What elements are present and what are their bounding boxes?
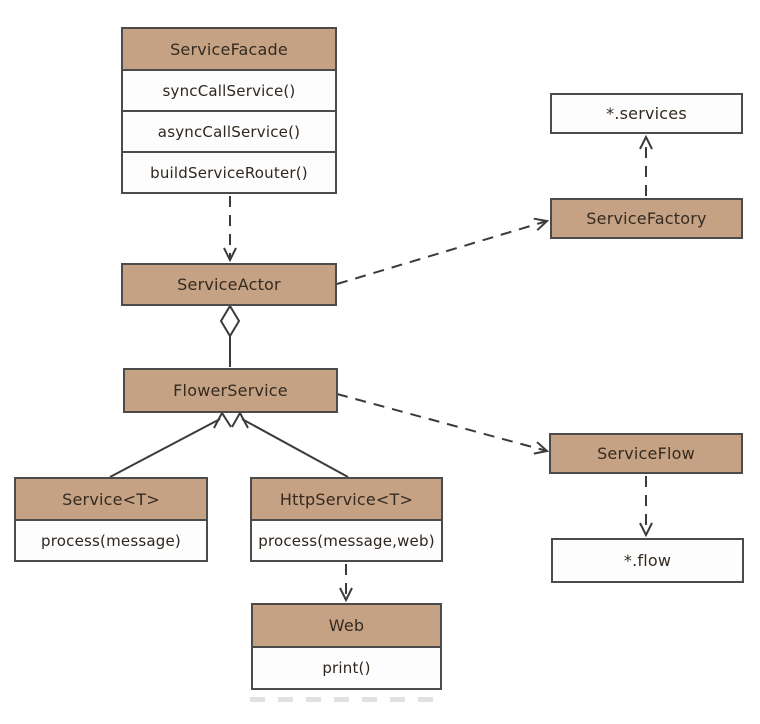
class-httpservice-t-title: HttpService<T> [252, 479, 441, 519]
generalization-arrowhead-right [231, 410, 249, 429]
cropped-caption-artifact [250, 697, 444, 702]
class-web-title: Web [253, 605, 440, 646]
generalization-httpservice-to-flowerservice [241, 418, 349, 478]
class-service-t: Service<T> process(message) [14, 477, 208, 562]
artifact-services: *.services [550, 93, 743, 134]
method-process-message: process(message) [16, 519, 206, 560]
dependency-flowerservice-to-serviceflow [336, 393, 550, 455]
class-servicefacade-title: ServiceFacade [123, 29, 335, 69]
class-serviceflow-title: ServiceFlow [551, 435, 741, 472]
class-service-t-title: Service<T> [16, 479, 206, 519]
aggregation-diamond [219, 304, 241, 338]
artifact-flow: *.flow [551, 538, 744, 583]
class-servicefactory-title: ServiceFactory [552, 200, 741, 237]
class-servicefacade: ServiceFacade syncCallService() asyncCal… [121, 27, 337, 194]
artifact-services-label: *.services [552, 95, 741, 132]
dependency-actor-to-factory [336, 217, 550, 285]
generalization-service-to-flowerservice [109, 418, 221, 478]
generalization-arrowhead-left [213, 411, 232, 429]
class-web: Web print() [251, 603, 442, 690]
method-synccallservice: syncCallService() [123, 69, 335, 110]
class-serviceflow: ServiceFlow [549, 433, 743, 474]
method-print: print() [253, 646, 440, 688]
class-serviceactor-title: ServiceActor [123, 265, 335, 304]
class-serviceactor: ServiceActor [121, 263, 337, 306]
class-flowerservice-title: FlowerService [125, 370, 336, 411]
method-asynccallservice: asyncCallService() [123, 110, 335, 151]
class-flowerservice: FlowerService [123, 368, 338, 413]
method-process-message-web: process(message,web) [252, 519, 441, 560]
class-servicefactory: ServiceFactory [550, 198, 743, 239]
artifact-flow-label: *.flow [553, 540, 742, 581]
method-buildservicerouter: buildServiceRouter() [123, 151, 335, 192]
class-httpservice-t: HttpService<T> process(message,web) [250, 477, 443, 562]
